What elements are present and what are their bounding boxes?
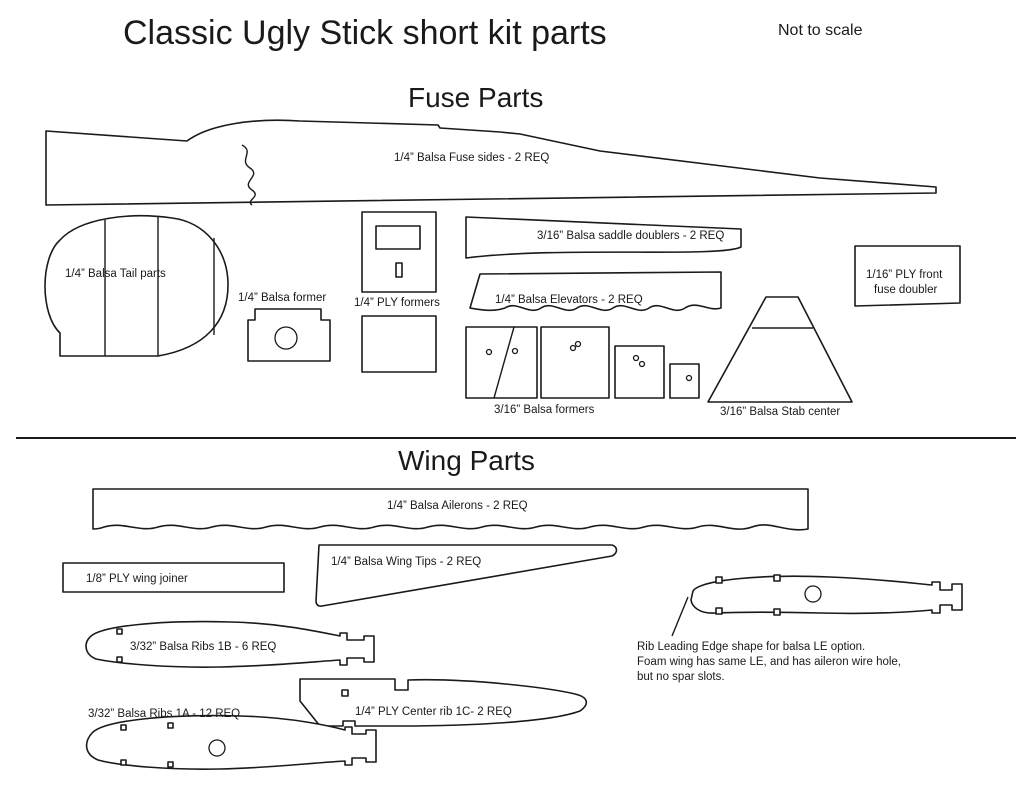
rib-le-shape-part — [671, 574, 963, 637]
stab-center-label: 3/16” Balsa Stab center — [720, 406, 840, 418]
rib-le-note-line1: Rib Leading Edge shape for balsa LE opti… — [637, 641, 865, 653]
rib-le-note-line3: but no spar slots. — [637, 671, 725, 683]
wing-section-heading: Wing Parts — [398, 445, 535, 476]
ply-formers-part — [361, 211, 437, 373]
balsa-former-part — [247, 308, 331, 362]
rib-1b-part — [85, 620, 375, 668]
balsa-former-label: 1/4” Balsa former — [238, 292, 326, 304]
ribs-1b-label: 3/32” Balsa Ribs 1B - 6 REQ — [130, 641, 276, 653]
ply-formers-label: 1/4” PLY formers — [354, 297, 440, 309]
ply-doubler-label-line1: 1/16” PLY front — [866, 269, 943, 281]
tail-parts — [44, 215, 229, 357]
saddle-doubler-part — [465, 216, 742, 259]
ply-front-doubler-part — [854, 245, 961, 307]
ply-doubler-label-line2: fuse doubler — [874, 284, 937, 296]
elevator-part — [469, 271, 722, 312]
page-title: Classic Ugly Stick short kit parts — [123, 14, 607, 52]
fuse-side-part — [45, 119, 937, 206]
balsa-formers-316-part — [465, 326, 700, 399]
wing-tip-part — [315, 544, 618, 607]
aileron-part — [92, 488, 809, 531]
balsa-formers-316-label: 3/16” Balsa formers — [494, 404, 595, 416]
tail-parts-label: 1/4” Balsa Tail parts — [65, 268, 166, 280]
fuse-section-heading: Fuse Parts — [408, 82, 543, 113]
fuse-sides-label: 1/4” Balsa Fuse sides - 2 REQ — [394, 152, 549, 164]
center-rib-1c-part — [299, 678, 588, 727]
wing-joiner-part — [62, 562, 285, 593]
rib-1a-part — [85, 714, 377, 770]
scale-note: Not to scale — [778, 22, 863, 39]
elevators-label: 1/4” Balsa Elevators - 2 REQ — [495, 294, 643, 306]
wing-tips-label: 1/4” Balsa Wing Tips - 2 REQ — [331, 556, 481, 568]
saddle-doublers-label: 3/16” Balsa saddle doublers - 2 REQ — [537, 230, 724, 242]
ribs-1a-label: 3/32” Balsa Ribs 1A - 12 REQ — [88, 708, 240, 720]
ailerons-label: 1/4” Balsa Ailerons - 2 REQ — [387, 500, 528, 512]
stab-center-part — [707, 296, 853, 403]
center-rib-1c-label: 1/4” PLY Center rib 1C- 2 REQ — [355, 706, 512, 718]
wing-joiner-label: 1/8” PLY wing joiner — [86, 573, 188, 585]
rib-le-note-line2: Foam wing has same LE, and has aileron w… — [637, 656, 901, 668]
